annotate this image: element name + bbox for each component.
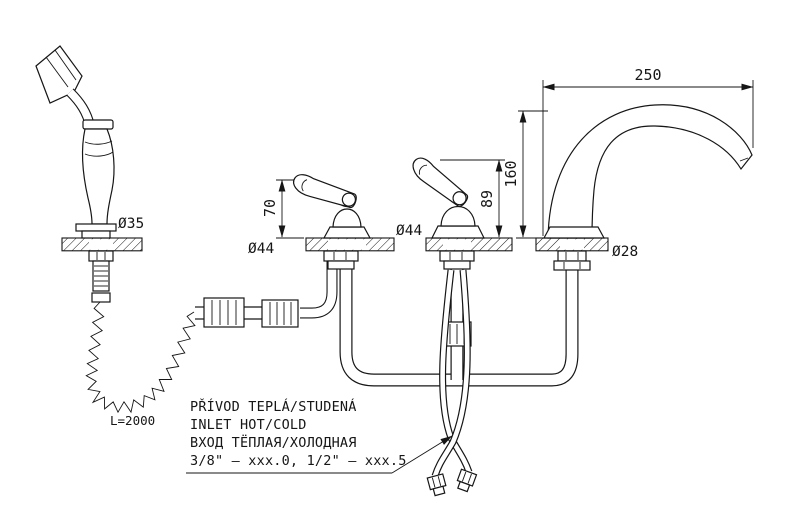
note-english: INLET HOT/COLD (190, 417, 307, 433)
label-dia-44-left: Ø44 (248, 241, 274, 257)
valve2-tail (439, 250, 475, 270)
pipe-hose-elbow-core (300, 260, 337, 318)
dim-70-label: 70 (261, 199, 279, 217)
deck-hole-shower (89, 239, 113, 250)
label-dia-28: Ø28 (612, 244, 638, 260)
note-czech: PŘÍVOD TEPLÁ/STUDENÁ (190, 398, 357, 415)
valve-left-lever (293, 174, 357, 209)
deck (61, 237, 609, 252)
spout-aerator-line (739, 157, 749, 162)
valve-left (293, 174, 372, 239)
valve-right-lever (412, 157, 469, 207)
dim-250-label: 250 (634, 66, 661, 84)
label-hose-length: L=2000 (110, 413, 155, 428)
spout (542, 104, 753, 239)
shower-head-facet-1 (45, 56, 69, 88)
dim-89-label: 89 (478, 190, 496, 208)
shower-grip-ring-1 (84, 140, 113, 145)
deck-hole-right-valve (443, 239, 471, 250)
supply-hose-2-nut (426, 473, 447, 497)
shower-escutcheon-base (81, 230, 111, 239)
hose-coupling-2 (261, 299, 299, 328)
valve-right-flange (431, 225, 485, 239)
shower-hose-coil (85, 301, 196, 414)
spout-escutcheon (542, 226, 606, 239)
dimension-250: 250 (542, 66, 754, 236)
hose-coupling-1 (203, 297, 245, 328)
shower-grip-ring-2 (84, 151, 114, 157)
label-dia-44-right: Ø44 (396, 223, 422, 239)
note-spec: 3/8" – xxx.0, 1/2" – xxx.5 (190, 453, 407, 469)
spout-body (547, 104, 753, 239)
valve-left-dome (332, 208, 362, 228)
deck-hole-left-valve (328, 239, 366, 250)
valve1-tail (323, 250, 359, 270)
supply-hoses (426, 269, 478, 497)
shower-collar (82, 119, 114, 130)
valve-left-flange (322, 226, 372, 239)
dimension-160: 160 (502, 110, 548, 239)
label-dia-35: Ø35 (118, 216, 144, 232)
notes-block: PŘÍVOD TEPLÁ/STUDENÁ INLET HOT/COLD ВХОД… (186, 398, 453, 474)
dim-160-label: 160 (502, 160, 520, 187)
hand-shower (35, 45, 117, 239)
threaded-tails (88, 250, 591, 303)
notes-leader-arrow (391, 435, 453, 474)
supply-hose-2-core (432, 269, 470, 477)
shower-grip (81, 128, 115, 225)
dimension-70: 70 (261, 179, 304, 239)
under-deck-pipes (300, 260, 579, 387)
deck-hole-spout (560, 239, 584, 250)
spout-tail (553, 250, 591, 271)
shower-escutcheon-top (75, 223, 117, 232)
dimension-89: 89 (440, 159, 505, 238)
note-russian: ВХОД ТЁПЛАЯ/ХОЛОДНАЯ (190, 433, 357, 451)
shower-tail (88, 250, 114, 303)
valve-right-dome (440, 205, 476, 227)
shower-head-facet-2 (54, 49, 77, 81)
supply-hose-1-nut (456, 468, 478, 493)
supply-hose-1-core (440, 269, 472, 473)
valve-right (412, 157, 485, 239)
hose-couplings (195, 297, 299, 328)
